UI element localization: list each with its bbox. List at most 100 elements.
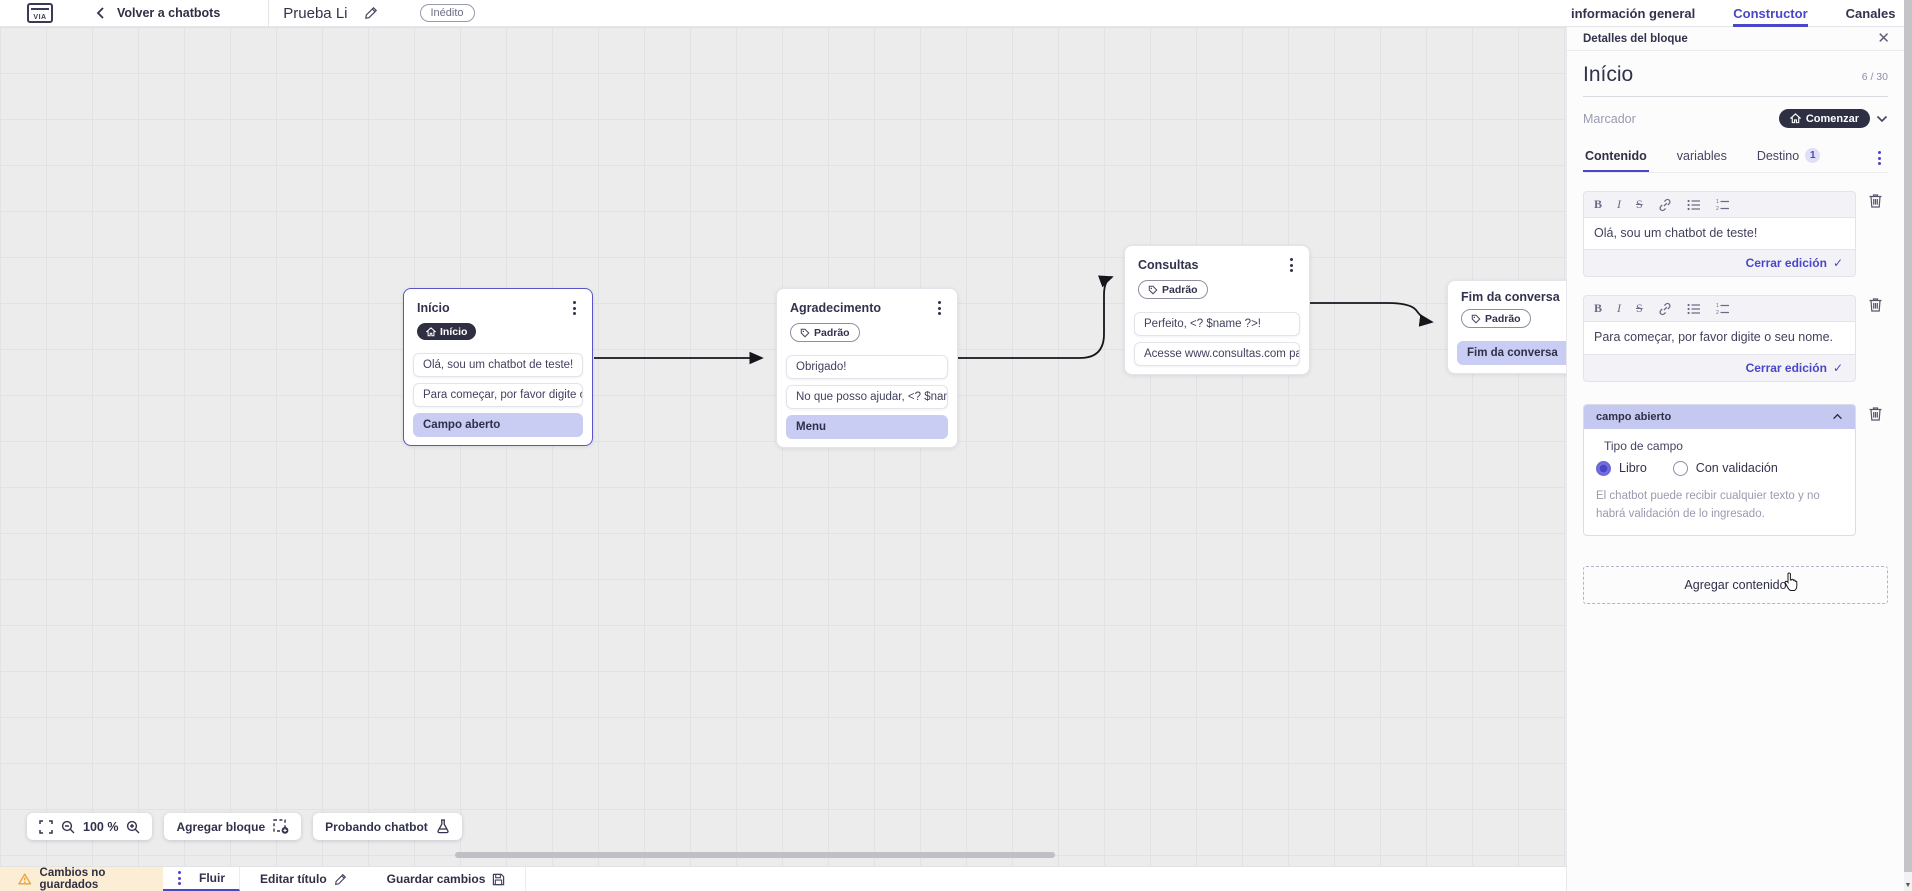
flow-tab-menu-icon[interactable] [173, 868, 186, 888]
flow-canvas[interactable]: Início Início Olá, sou um chatbot de tes… [0, 27, 1566, 866]
bottom-bar: Cambios no guardados Fluir Editar título… [0, 866, 1566, 891]
close-edit-link[interactable]: Cerrar edición✓ [1745, 256, 1843, 271]
close-edit-link[interactable]: Cerrar edición✓ [1745, 360, 1843, 375]
trash-icon[interactable] [1868, 406, 1883, 422]
svg-text:2: 2 [1716, 310, 1719, 315]
fit-screen-icon[interactable] [39, 819, 53, 834]
edit-title-icon[interactable] [364, 6, 378, 20]
canvas-horizontal-scrollbar[interactable] [455, 852, 1055, 858]
block-badge: Padrão [790, 323, 860, 342]
char-counter: 6 / 30 [1861, 71, 1888, 83]
strikethrough-icon[interactable]: S [1636, 197, 1643, 211]
numbered-list-icon[interactable]: 12 [1716, 199, 1730, 211]
tab-destino[interactable]: Destino 1 [1755, 142, 1822, 172]
back-chevron-icon[interactable] [93, 5, 109, 21]
tab-canales[interactable]: Canales [1845, 5, 1896, 21]
close-icon[interactable]: ✕ [1877, 30, 1890, 47]
marker-label: Marcador [1583, 111, 1636, 126]
trash-icon[interactable] [1868, 193, 1883, 209]
test-chatbot-button[interactable]: Probando chatbot [313, 813, 462, 840]
home-icon [1789, 113, 1801, 124]
italic-icon[interactable]: I [1617, 301, 1622, 316]
marker-select[interactable]: Comenzar [1778, 109, 1870, 128]
header-divider [268, 0, 270, 26]
block-name-field[interactable]: Início 6 / 30 [1583, 63, 1888, 97]
message-text-input[interactable]: Olá, sou um chatbot de teste! [1584, 217, 1855, 251]
numbered-list-icon[interactable]: 12 [1716, 303, 1730, 315]
chatbot-title[interactable]: Prueba Li [283, 4, 348, 22]
destino-count-badge: 1 [1805, 148, 1821, 163]
italic-icon[interactable]: I [1617, 197, 1622, 211]
link-icon[interactable] [1658, 302, 1672, 316]
top-header: VIA Volver a chatbots Prueba Li Inédito … [0, 0, 1904, 27]
block-agradecimento[interactable]: Agradecimento Padrão Obrigado! No que po… [776, 288, 958, 448]
block-title: Agradecimento [790, 301, 881, 315]
warning-icon [18, 873, 32, 885]
block-item-message[interactable]: No que posso ajudar, <? $name ... [786, 385, 948, 409]
block-name-value[interactable]: Início [1583, 63, 1634, 86]
bullet-list-icon[interactable] [1687, 303, 1701, 315]
edit-title-button[interactable]: Editar título [240, 867, 367, 891]
block-item-end[interactable]: Fim da conversa [1457, 341, 1566, 365]
window-scrollbar[interactable]: ▼ [1904, 0, 1912, 891]
block-item-message[interactable]: Acesse www.consultas.com par... [1134, 342, 1300, 366]
panel-tabs: Contenido variables Destino 1 [1583, 142, 1888, 173]
block-menu-icon[interactable] [568, 298, 581, 318]
flow-tab[interactable]: Fluir [163, 867, 240, 891]
tag-icon [800, 328, 810, 337]
chevron-down-icon[interactable] [1876, 115, 1888, 123]
tab-contenido[interactable]: Contenido [1583, 143, 1649, 172]
strikethrough-icon[interactable]: S [1636, 301, 1643, 316]
add-content-button[interactable]: Agregar contenido [1583, 566, 1888, 605]
scrollbar-arrow-icon[interactable]: ▼ [1904, 882, 1912, 889]
block-details-panel: Detalles del bloque ✕ Início 6 / 30 Marc… [1566, 27, 1904, 891]
svg-text:1: 1 [1716, 199, 1719, 205]
block-menu-icon[interactable] [933, 298, 946, 318]
field-type-label: Tipo de campo [1604, 438, 1683, 453]
bold-icon[interactable]: B [1594, 197, 1603, 211]
radio-unselected-icon[interactable] [1672, 460, 1688, 476]
block-menu-icon[interactable] [1285, 255, 1298, 275]
bold-icon[interactable]: B [1594, 301, 1603, 316]
panel-tabs-menu-icon[interactable] [1873, 148, 1886, 168]
block-title: Consultas [1138, 258, 1199, 272]
tab-informacion-general[interactable]: información general [1571, 5, 1696, 21]
block-item-message[interactable]: Olá, sou um chatbot de teste! [413, 353, 583, 377]
window-scrollbar-thumb[interactable] [1904, 0, 1912, 872]
add-block-button[interactable]: Agregar bloque [164, 813, 302, 840]
block-consultas[interactable]: Consultas Padrão Perfeito, <? $name ?>! … [1124, 245, 1310, 375]
block-item-open-field[interactable]: Campo aberto [413, 413, 583, 437]
block-item-message[interactable]: Obrigado! [786, 355, 948, 379]
radio-con-validacion[interactable]: Con validación [1672, 460, 1778, 476]
block-item-message[interactable]: Perfeito, <? $name ?>! [1134, 312, 1300, 336]
zoom-out-icon[interactable] [61, 820, 75, 834]
tab-constructor[interactable]: Constructor [1733, 0, 1808, 27]
block-badge: Padrão [1138, 280, 1208, 299]
radio-libro[interactable]: Libro [1596, 460, 1647, 476]
save-icon [493, 873, 505, 885]
connector-consultas-fim [1310, 302, 1434, 327]
link-icon[interactable] [1658, 198, 1672, 212]
block-inicio[interactable]: Início Início Olá, sou um chatbot de tes… [403, 288, 593, 446]
save-changes-button[interactable]: Guardar cambios [367, 867, 527, 891]
open-field-section: campo abierto Tipo de campo Libro [1583, 403, 1888, 537]
tab-variables[interactable]: variables [1676, 148, 1727, 163]
bullet-list-icon[interactable] [1687, 199, 1701, 211]
back-to-chatbots-link[interactable]: Volver a chatbots [117, 6, 221, 20]
panel-title: Detalles del bloque [1583, 32, 1688, 45]
tag-icon [1148, 285, 1158, 294]
block-item-menu[interactable]: Menu [786, 415, 948, 439]
zoom-in-icon[interactable] [126, 820, 140, 834]
block-badge: Início [417, 323, 477, 340]
trash-icon[interactable] [1868, 297, 1883, 313]
block-item-message[interactable]: Para começar, por favor digite o ... [413, 383, 583, 407]
radio-selected-icon[interactable] [1596, 460, 1611, 476]
block-badge: Padrão [1461, 309, 1531, 328]
open-field-header[interactable]: campo abierto [1584, 404, 1855, 429]
chevron-up-icon[interactable] [1832, 413, 1843, 420]
canvas-toolbar: 100 % Agregar bloque Probando chatbot [27, 813, 462, 840]
message-text-input[interactable]: Para começar, por favor digite o seu nom… [1584, 321, 1855, 355]
block-fim-da-conversa[interactable]: Fim da conversa Padrão Fim da conversa [1447, 280, 1566, 374]
